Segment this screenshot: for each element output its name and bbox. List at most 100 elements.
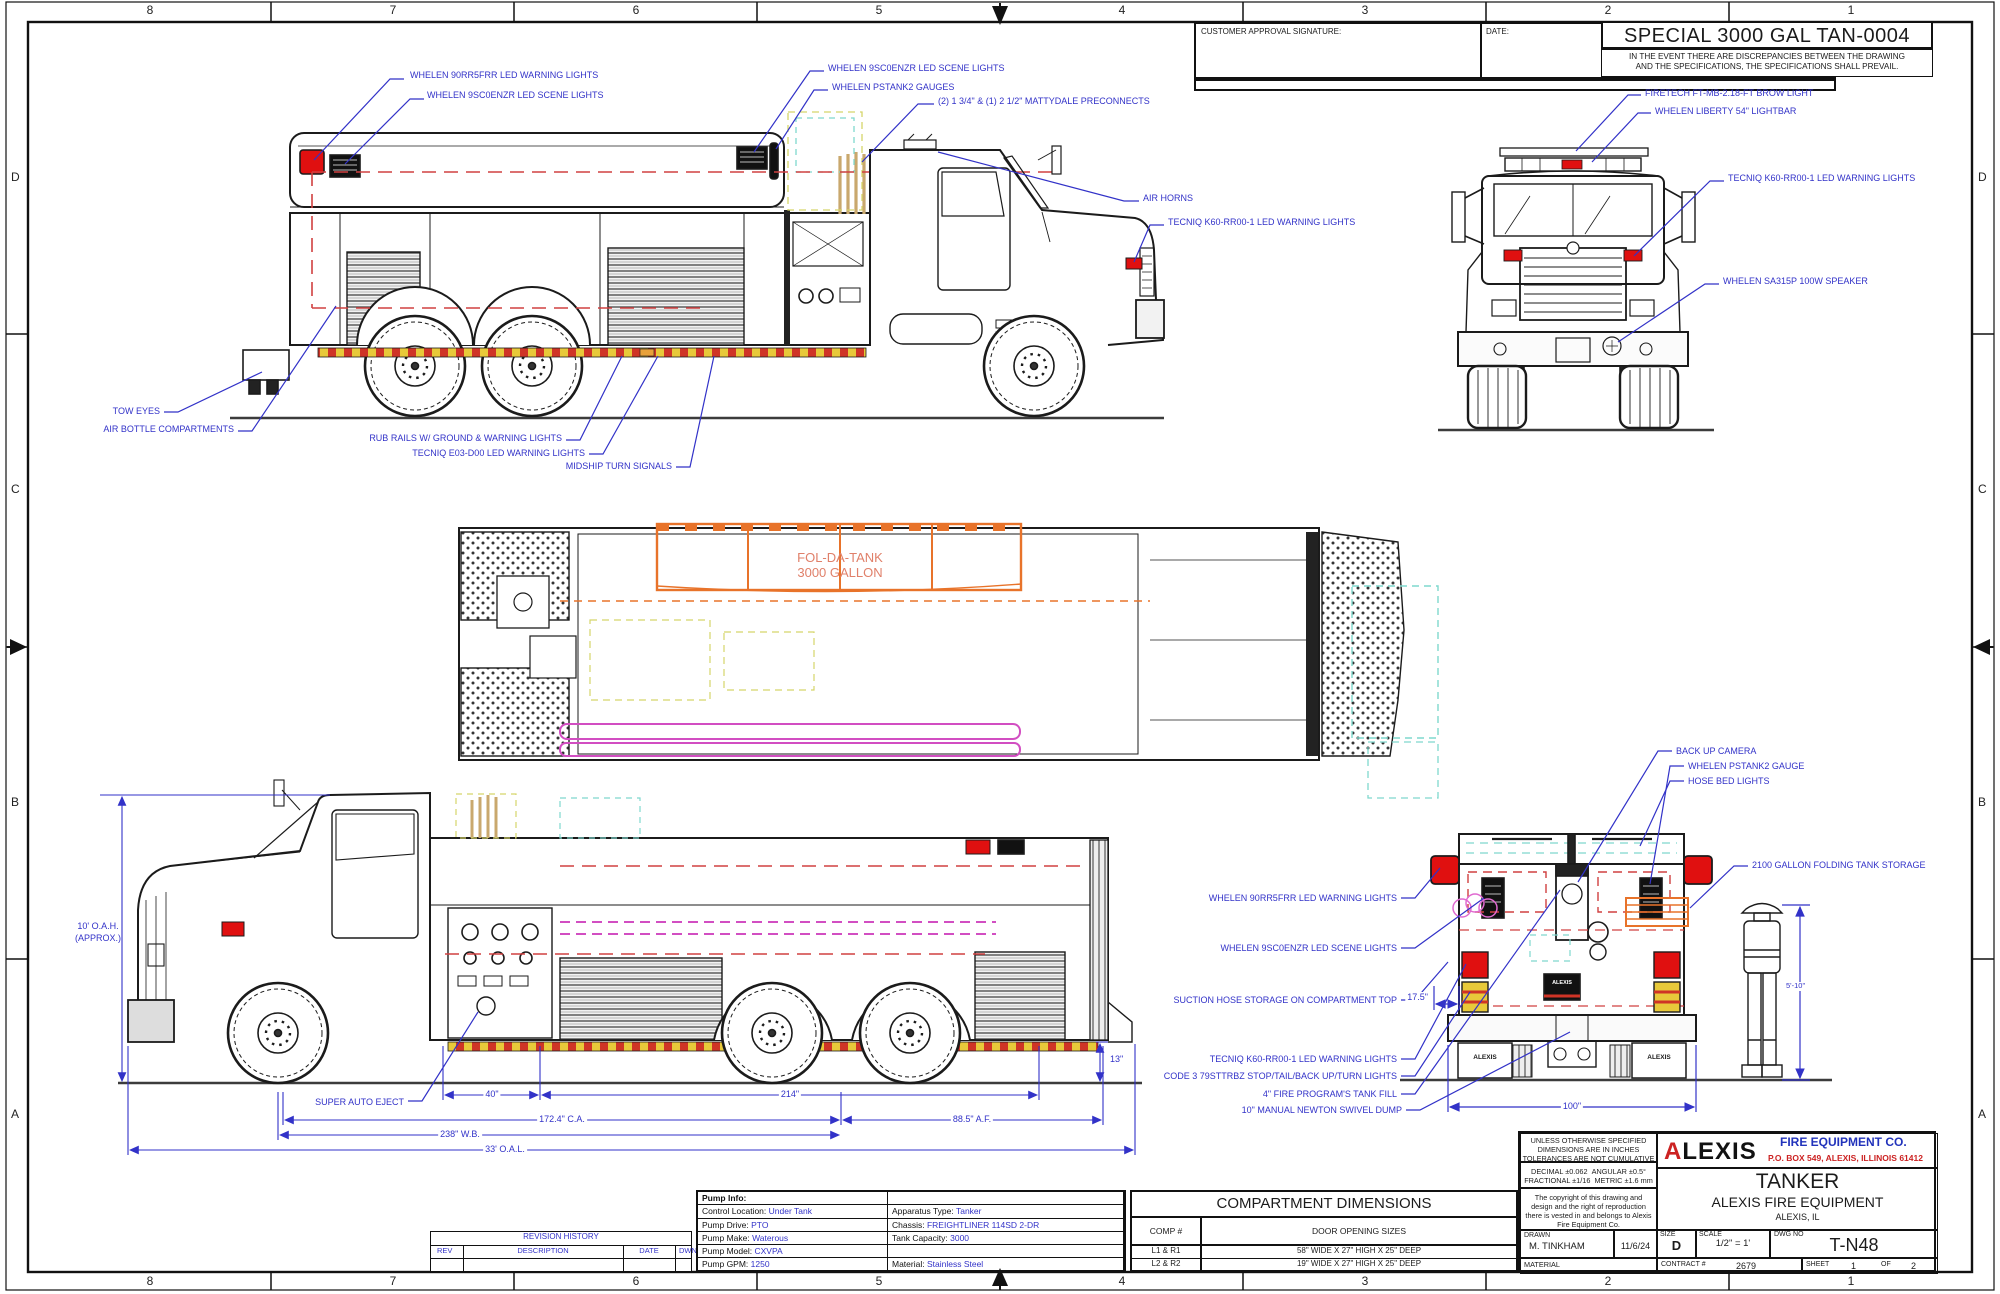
pump-row: Material: Stainless Steel	[888, 1258, 1124, 1272]
pump-row: Chassis: FREIGHTLINER 114SD 2-DR	[888, 1218, 1124, 1232]
disclaimer-line1: IN THE EVENT THERE ARE DISCREPANCIES BET…	[1629, 52, 1905, 61]
zone-col: 1	[1847, 1274, 1855, 1288]
col-date: DATE	[639, 1246, 659, 1255]
size-value: D	[1671, 1238, 1682, 1253]
fold-a-tank-capacity: 3000 GALLON	[797, 565, 883, 580]
zone-col: 4	[1118, 3, 1126, 17]
air-horns-icon	[903, 139, 937, 150]
col-description: DESCRIPTION	[517, 1246, 569, 1255]
zone-col: 2	[1604, 3, 1612, 17]
pump-info-header: Pump Info:	[698, 1192, 888, 1206]
callout-air-bottle: AIR BOTTLE COMPARTMENTS	[103, 424, 234, 434]
scene-light-icon	[736, 146, 768, 170]
logo-address: P.O. BOX 549, ALEXIS, ILLINOIS 61412	[1768, 1153, 1923, 1163]
logo-subtitle: FIRE EQUIPMENT CO.	[1780, 1135, 1907, 1149]
zone-col: 2	[1604, 1274, 1612, 1288]
warning-light-icon	[965, 839, 991, 855]
rear-view	[1400, 833, 1832, 1082]
product-title: TANKER	[1755, 1170, 1840, 1193]
leader-lines-rear	[1401, 750, 1810, 1112]
tank-gauge-icon	[769, 142, 779, 180]
date-label: DATE:	[1486, 27, 1509, 36]
approval-strip	[1194, 79, 1836, 91]
auto-eject-inlet	[476, 996, 496, 1016]
comp-size: 19" WIDE X 27" HIGH X 25" DEEP	[1296, 1259, 1422, 1268]
centerline-arrow-icon	[7, 3, 1993, 1290]
callout-suction-hose: SUCTION HOSE STORAGE ON COMPARTMENT TOP	[1173, 995, 1397, 1005]
callout-hose-bed-lights: HOSE BED LIGHTS	[1688, 776, 1770, 786]
zone-col: 5	[875, 1274, 883, 1288]
zone-col: 3	[1361, 3, 1369, 17]
plan-view	[458, 522, 1439, 799]
scale-value: 1/2" = 1'	[1715, 1238, 1751, 1249]
callout-tecniq-e03: TECNIQ E03-D00 LED WARNING LIGHTS	[412, 448, 585, 458]
dim-13: 13"	[1108, 1054, 1126, 1065]
zone-col: 1	[1847, 3, 1855, 17]
mud-flap	[1631, 1042, 1687, 1079]
dwg-no-label: DWG NO	[1774, 1231, 1804, 1238]
contract-label: CONTRACT #	[1661, 1261, 1706, 1268]
contract-value: 2679	[1736, 1261, 1757, 1271]
scene-light-icon	[329, 154, 361, 178]
tolerance-note: UNLESS OTHERWISE SPECIFIED	[1530, 1136, 1647, 1145]
pump-row: Control Location: Under Tank	[698, 1205, 888, 1219]
callout-oah: 10' O.A.H.	[77, 921, 119, 931]
tol-metric: METRIC ±1.6 mm	[1594, 1176, 1653, 1185]
callout-code3: CODE 3 79STTRBZ STOP/TAIL/BACK UP/TURN L…	[1163, 1071, 1397, 1081]
zone-row: A	[1978, 1107, 1987, 1121]
zone-col: 8	[146, 3, 154, 17]
side-view-bottom	[118, 779, 1142, 1085]
zone-col: 7	[389, 1274, 397, 1288]
dwg-no-value: T-N48	[1829, 1235, 1879, 1255]
callout-tow-eyes: TOW EYES	[112, 406, 160, 416]
zone-row: D	[1978, 170, 1987, 184]
mudflap-text: ALEXIS	[1647, 1054, 1671, 1061]
callout-rear-scene-lights: WHELEN 9SC0ENZR LED SCENE LIGHTS	[1220, 943, 1397, 953]
warning-light-icon	[1683, 855, 1713, 885]
copyright-note: The copyright of this drawing and design…	[1520, 1188, 1657, 1230]
scene-light-icon	[997, 839, 1025, 855]
col-dwn: DWN	[679, 1246, 697, 1255]
dim-214: 214"	[778, 1089, 802, 1100]
firefighter-figure	[1740, 902, 1784, 1078]
zone-row: A	[11, 1107, 20, 1121]
sheet-border	[5, 1, 1995, 1291]
speaker-icon	[1602, 336, 1622, 356]
comp-id: L1 & R1	[1132, 1246, 1202, 1259]
callout-scene-lights-right: WHELEN 9SC0ENZR LED SCENE LIGHTS	[828, 63, 1005, 73]
callout-tank-fill: 4" FIRE PROGRAM'S TANK FILL	[1262, 1089, 1397, 1099]
logo-box: ALEXIS FIRE EQUIPMENT CO. P.O. BOX 549, …	[1657, 1133, 1938, 1168]
zone-row: B	[11, 795, 20, 809]
alexis-logo: ALEXIS	[1664, 1138, 1757, 1165]
col-rev: REV	[437, 1246, 453, 1255]
mudflap-text: ALEXIS	[1473, 1054, 1497, 1061]
drawn-date: 11/6/24	[1614, 1230, 1657, 1258]
disclaimer-line2: AND THE SPECIFICATIONS, THE SPECIFICATIO…	[1635, 62, 1899, 72]
pump-panel	[447, 907, 553, 1039]
callout-rear-pstank: WHELEN PSTANK2 GAUGE	[1688, 761, 1805, 771]
leader-lines-side-top	[164, 70, 1164, 468]
rear-wheel	[363, 314, 467, 418]
rear-wheel	[858, 981, 962, 1085]
title-block: UNLESS OTHERWISE SPECIFIED DIMENSIONS AR…	[1518, 1131, 1938, 1274]
dim-40: 40"	[483, 1089, 501, 1100]
stop-tail-turn-light-icon	[1653, 981, 1681, 1013]
hood-warning-light-icon	[1125, 257, 1143, 270]
dim-100: 100"	[1560, 1101, 1584, 1112]
customer-approval-label: CUSTOMER APPROVAL SIGNATURE:	[1201, 27, 1342, 36]
warning-light-icon	[221, 921, 245, 937]
compartment-table: COMPARTMENT DIMENSIONS COMP # DOOR OPENI…	[1130, 1190, 1518, 1272]
pump-row: Tank Capacity: 3000	[888, 1231, 1124, 1246]
mud-flap	[1457, 1042, 1513, 1079]
comp-id: L2 & R2	[1132, 1259, 1202, 1272]
front-view	[1438, 147, 1714, 432]
mirror-icon	[1451, 191, 1466, 243]
sheet-label: SHEET	[1806, 1261, 1830, 1268]
callout-preconnects: (2) 1 3/4" & (1) 2 1/2" MATTYDALE PRECON…	[938, 96, 1150, 106]
callout-tecniq-k60: TECNIQ K60-RR00-1 LED WARNING LIGHTS	[1168, 217, 1356, 227]
tail-light-icon	[1461, 951, 1489, 979]
zone-col: 6	[632, 1274, 640, 1288]
front-wheel	[226, 981, 330, 1085]
